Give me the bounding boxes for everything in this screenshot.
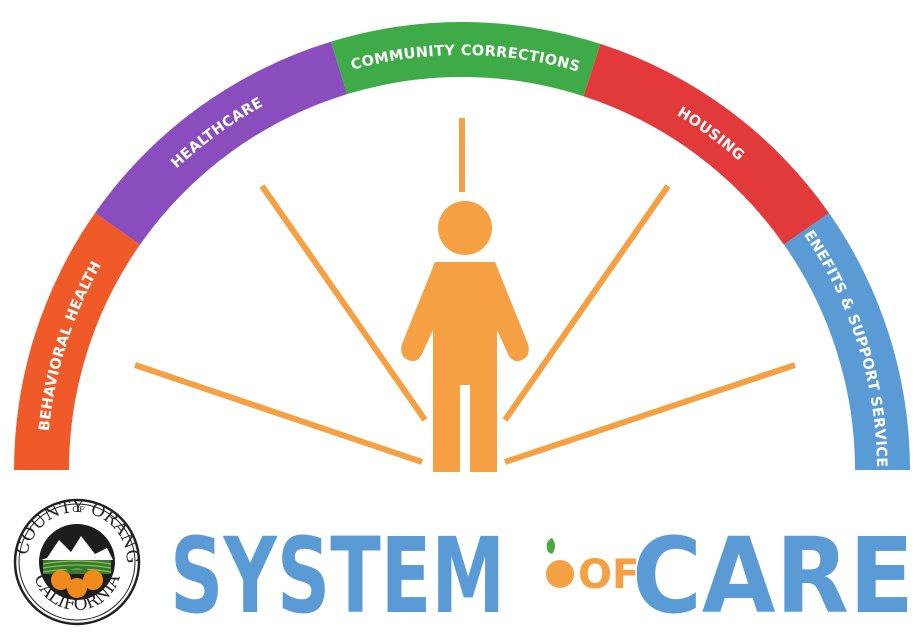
ray-left-low [134,362,423,465]
system-of-care-title: SYSTEM OF CARE [170,515,914,633]
title-word-care: CARE [632,515,914,633]
ray-left-high [259,184,428,422]
person-head [438,201,492,255]
person-icon [401,201,529,472]
arc-segment-community-corrections [331,22,601,97]
county-seal-icon: COUNTY OF ORANGE CALIFORNIA [12,497,142,626]
care-arc [14,22,910,470]
person-body [401,262,529,472]
ray-right-low [504,362,796,465]
arc-segment-benefits-support-services [783,213,910,470]
arc-segment-behavioral-health [14,213,141,470]
ray-right-high [502,184,671,422]
arc-segment-housing [583,43,829,245]
arc-segment-healthcare [95,41,348,245]
seal-text-of: OF [72,505,85,515]
title-word-system: SYSTEM [170,515,505,633]
radiating-rays [134,118,796,465]
orange-fruit-icon [546,538,574,588]
title-word-of: OF [578,552,639,598]
